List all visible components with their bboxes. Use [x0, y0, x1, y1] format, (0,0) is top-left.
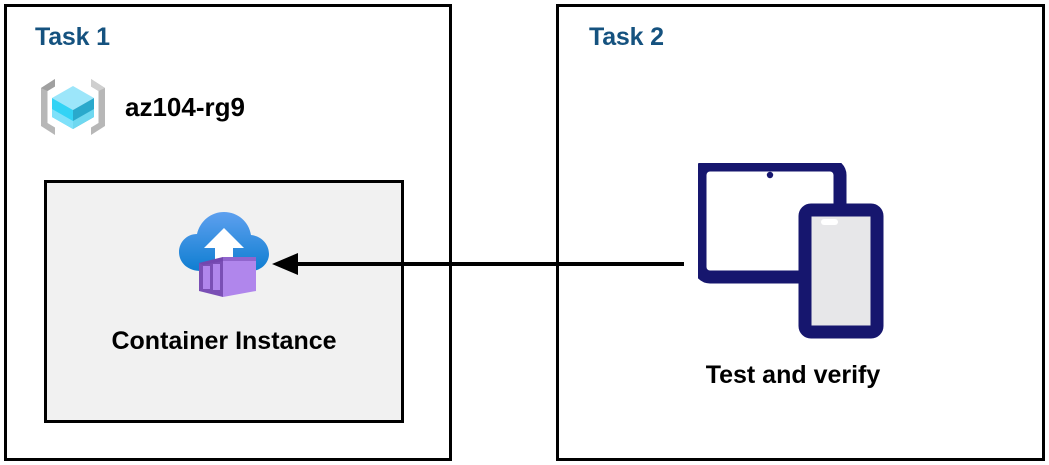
container-instance-box: Container Instance: [44, 180, 404, 423]
tablet-and-phone-devices-icon: [698, 163, 888, 339]
devices-label: Test and verify: [705, 361, 881, 389]
task-1-title: Task 1: [35, 23, 110, 51]
container-instance-label: Container Instance: [111, 327, 337, 355]
task-2-title: Task 2: [589, 23, 664, 51]
devices-block: Test and verify: [603, 163, 983, 390]
task-2-panel: Task 2 Test and verify: [556, 4, 1045, 461]
resource-group-row: az104-rg9: [35, 69, 245, 145]
azure-resource-group-icon: [35, 69, 111, 145]
task-1-panel: Task 1: [4, 4, 452, 461]
arrow-task2-to-container-instance: [272, 248, 684, 280]
resource-group-label: az104-rg9: [125, 91, 245, 122]
azure-container-instance-icon: [176, 183, 272, 301]
